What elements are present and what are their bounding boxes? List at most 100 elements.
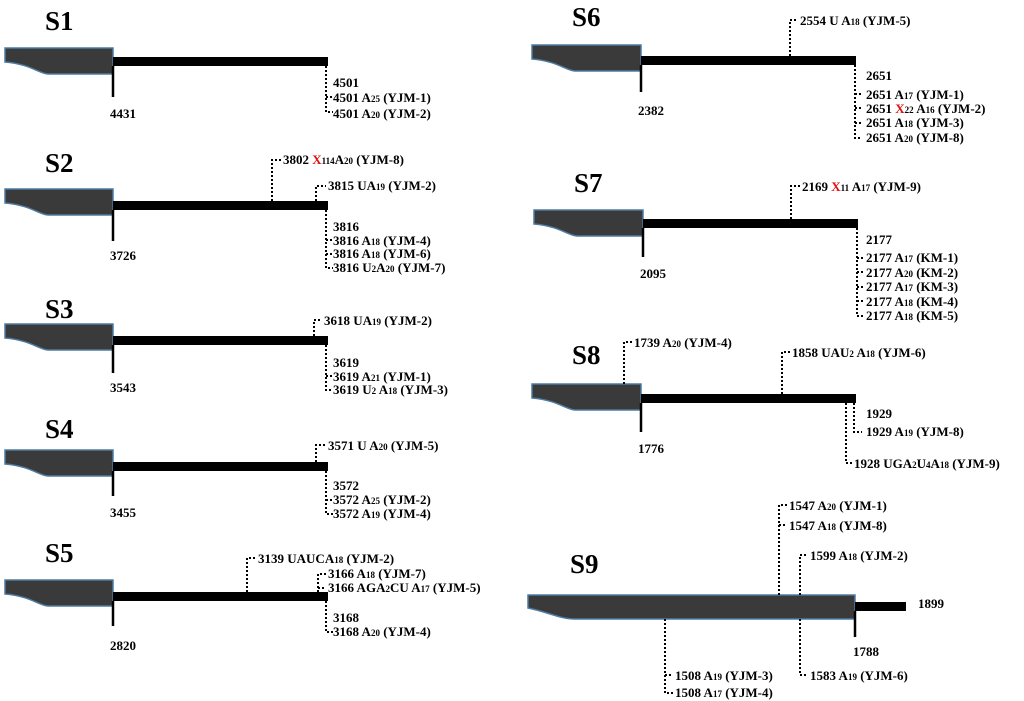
segment-s1: S1 4431 4501 4501 A25 (YJM-1) 4501 A20 (… — [4, 6, 431, 121]
utr-tail — [113, 57, 328, 66]
site-label: 2177 A18 (KM-4) — [866, 294, 958, 309]
site-leader — [271, 159, 281, 201]
site-label: 3572 — [333, 478, 359, 493]
segment-s8: S8 1776 1739 A20 (YJM-4) 1858 UAU2 A18 (… — [531, 335, 1000, 471]
site-label: 3166 AGA2CU A17 (YJM-5) — [328, 580, 481, 595]
orf-end-label: 3726 — [110, 248, 137, 263]
site-label: 2177 A17 (KM-1) — [866, 250, 958, 265]
site-label: 3815 UA19 (YJM-2) — [328, 178, 436, 193]
site-leader — [317, 573, 326, 592]
segment-s9: S9 1788 1899 1547 A20 (YJM-1) 1547 A18 (… — [527, 498, 945, 700]
segment-s2: S2 3726 3802 X114A20 (YJM-8) 3815 UA19 (… — [4, 148, 445, 275]
utr-tail — [855, 602, 906, 611]
site-leader — [789, 19, 798, 56]
site-label: 3802 X114A20 (YJM-8) — [283, 152, 404, 167]
orf-end-label: 1788 — [853, 644, 880, 659]
site-label: 1583 A19 (YJM-6) — [810, 668, 908, 683]
orf-end-label: 2820 — [110, 638, 136, 653]
utr-tail — [641, 394, 856, 403]
site-label: 4501 — [333, 75, 359, 90]
segment-title: S8 — [572, 340, 601, 370]
site-leader — [315, 444, 326, 462]
site-label: 3571 U A20 (YJM-5) — [328, 438, 438, 453]
site-label: 1929 A19 (YJM-8) — [866, 424, 964, 439]
site-label: 1547 A18 (YJM-8) — [789, 518, 887, 533]
site-leader — [778, 504, 787, 595]
utr-tail — [113, 201, 328, 210]
site-label: 1928 UGA2U4A18 (YJM-9) — [854, 456, 1000, 471]
site-label: 2651 A17 (YJM-1) — [866, 87, 964, 102]
site-leader — [313, 319, 322, 336]
site-label: 4501 A20 (YJM-2) — [333, 106, 431, 121]
site-label: 3572 A19 (YJM-4) — [333, 506, 431, 521]
segment-title: S9 — [570, 549, 599, 579]
site-leader — [664, 619, 673, 694]
site-leader — [790, 185, 800, 219]
utr-tail — [113, 592, 328, 601]
segment-title: S3 — [45, 294, 74, 324]
site-leader — [325, 471, 333, 515]
segment-title: S2 — [45, 148, 74, 178]
segment-s6: S6 2382 2554 U A18 (YJM-5) 2651 2651 A17… — [531, 2, 985, 145]
site-label: 3816 U2A20 (YJM-7) — [333, 260, 445, 275]
site-label: 3816 A18 (YJM-6) — [333, 246, 431, 261]
orf-end-label: 2382 — [638, 103, 664, 118]
orf-end-label: 4431 — [110, 106, 136, 121]
site-leader — [623, 341, 632, 384]
segment-s5: S5 2820 3139 UAUCA18 (YJM-2) 3166 A18 (Y… — [4, 538, 481, 653]
segment-end-label: 1899 — [918, 596, 945, 611]
site-label: 2169 X11 A17 (YJM-9) — [802, 179, 921, 194]
site-label: 2651 — [866, 68, 892, 83]
site-label: 1547 A20 (YJM-1) — [789, 498, 887, 513]
site-leader — [246, 557, 256, 592]
orf-block — [4, 449, 114, 477]
segment-title: S1 — [45, 6, 74, 36]
site-label: 3619 U2 A18 (YJM-3) — [333, 382, 448, 397]
orf-block — [4, 323, 114, 351]
orf-block — [4, 579, 114, 607]
site-leader — [853, 403, 862, 433]
orf-block — [531, 383, 642, 411]
utr-tail — [113, 462, 328, 471]
utr-tail — [113, 336, 328, 345]
site-label: 3816 — [333, 219, 360, 234]
site-label: 2177 — [866, 232, 893, 247]
site-label: 1739 A20 (YJM-4) — [634, 335, 732, 350]
orf-block — [533, 209, 644, 237]
orf-block — [527, 594, 856, 620]
utr-tail — [641, 56, 856, 65]
site-leader — [845, 403, 852, 464]
site-label: 2651 A20 (YJM-8) — [866, 130, 964, 145]
site-leader — [325, 601, 333, 633]
site-leader — [315, 185, 326, 201]
segment-title: S7 — [574, 168, 603, 198]
orf-block — [4, 188, 114, 216]
segment-s7: S7 2095 2169 X11 A17 (YJM-9) 2177 2177 A… — [533, 168, 958, 323]
site-label: 3619 A21 (YJM-1) — [333, 369, 431, 384]
segment-s3: S3 3543 3618 UA19 (YJM-2) 3619 3619 A21 … — [4, 294, 448, 397]
site-leader — [325, 210, 333, 269]
site-label: 2651 X22 A16 (YJM-2) — [866, 101, 985, 116]
site-leader — [799, 554, 808, 595]
site-label: 2651 A18 (YJM-3) — [866, 115, 964, 130]
site-label: 3168 A20 (YJM-4) — [333, 624, 431, 639]
segment-title: S6 — [572, 2, 601, 32]
site-label: 1508 A19 (YJM-3) — [675, 668, 773, 683]
site-leader — [325, 66, 333, 113]
site-label: 3619 — [333, 355, 360, 370]
site-label: 2177 A20 (KM-2) — [866, 265, 958, 280]
site-label: 3618 UA19 (YJM-2) — [324, 313, 432, 328]
site-label: 2177 A17 (KM-3) — [866, 279, 958, 294]
site-label: 1929 — [866, 406, 893, 421]
site-label: 2177 A18 (KM-5) — [866, 308, 958, 323]
site-label: 1599 A18 (YJM-2) — [810, 548, 908, 563]
site-label: 4501 A25 (YJM-1) — [333, 90, 431, 105]
orf-end-label: 1776 — [638, 441, 665, 456]
orf-block — [531, 44, 642, 72]
orf-end-label: 3455 — [110, 505, 137, 520]
segment-s4: S4 3455 3571 U A20 (YJM-5) 3572 3572 A25… — [4, 414, 438, 521]
site-leader — [799, 619, 808, 676]
site-label: 3166 A18 (YJM-7) — [328, 566, 426, 581]
site-label: 3168 — [333, 610, 360, 625]
orf-block — [4, 47, 114, 75]
